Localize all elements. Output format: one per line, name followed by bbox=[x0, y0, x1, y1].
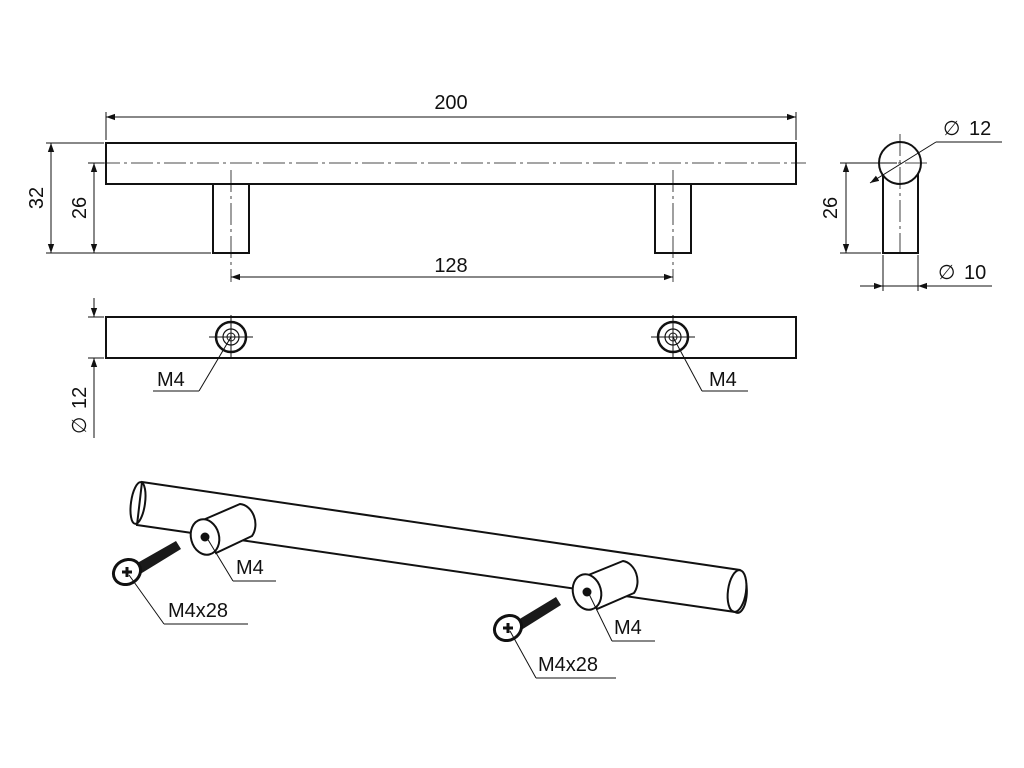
leg-height-label: 26 bbox=[69, 197, 91, 219]
side-bar-diameter-annotation: ∅ 12 bbox=[943, 118, 991, 140]
top-right-thread-leader bbox=[672, 336, 703, 392]
side-bar-diameter-label: 12 bbox=[969, 118, 991, 140]
iso-right-thread-label: M4 bbox=[614, 617, 642, 639]
svg-text:∅: ∅ bbox=[938, 262, 955, 284]
leg-diameter-label: 10 bbox=[964, 262, 986, 284]
front-view: 200 128 32 26 bbox=[26, 92, 806, 282]
iso-right-thread-leader bbox=[588, 593, 613, 642]
bar-diameter-leader bbox=[869, 141, 937, 184]
top-left-thread-label: M4 bbox=[157, 369, 185, 391]
side-view: ∅ 12 26 ∅ 10 bbox=[820, 118, 1002, 291]
iso-left-thread-label: M4 bbox=[236, 557, 264, 579]
svg-text:∅: ∅ bbox=[943, 118, 960, 140]
top-right-thread-label: M4 bbox=[709, 369, 737, 391]
iso-left-thread-leader bbox=[206, 537, 234, 582]
svg-text:∅: ∅ bbox=[69, 417, 91, 434]
top-view: M4 M4 ∅ 12 bbox=[69, 298, 797, 438]
iso-rod-right-end bbox=[726, 569, 748, 613]
iso-left-screw-label: M4x28 bbox=[168, 600, 228, 622]
iso-left-screw-leader bbox=[128, 574, 165, 625]
iso-right-screw-leader bbox=[509, 630, 537, 679]
iso-right-screw-label: M4x28 bbox=[538, 654, 598, 676]
center-distance-label: 128 bbox=[434, 255, 467, 277]
iso-left-screw bbox=[111, 541, 181, 587]
leg-diameter-annotation: ∅ 10 bbox=[938, 262, 986, 284]
top-bar-diameter-label: 12 bbox=[69, 387, 91, 409]
iso-right-leg bbox=[571, 559, 639, 611]
iso-rod-left-end bbox=[129, 481, 147, 525]
overall-height-label: 32 bbox=[26, 187, 48, 209]
top-bar-diameter-annotation: ∅ 12 bbox=[69, 387, 91, 434]
side-leg-height-label: 26 bbox=[820, 197, 842, 219]
front-bar bbox=[105, 142, 797, 185]
length-dimension-label: 200 bbox=[434, 92, 467, 114]
iso-right-screw bbox=[492, 597, 561, 643]
isometric-view: M4 M4 M4x28 M4x28 bbox=[111, 480, 748, 679]
top-left-thread-leader bbox=[198, 336, 232, 392]
